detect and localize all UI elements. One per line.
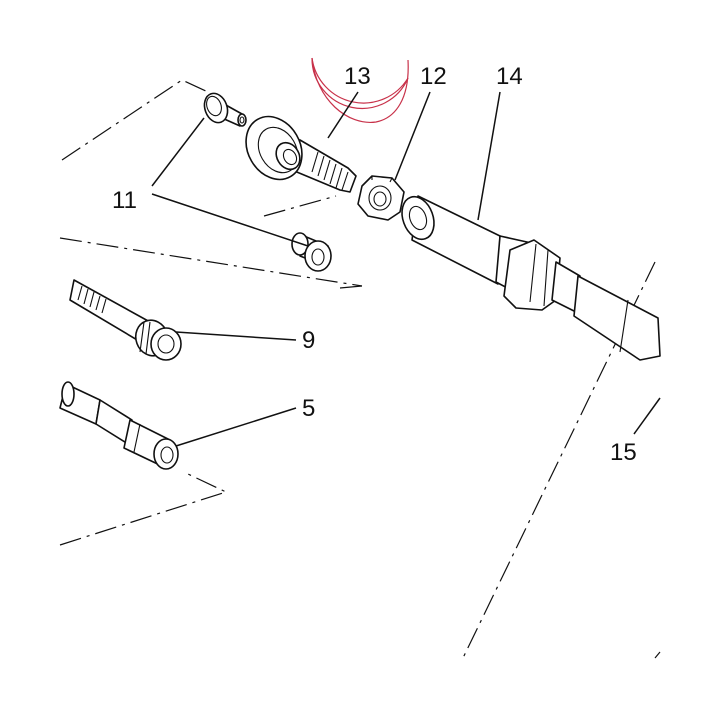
callout-9: 9 [302,327,315,354]
callout-15: 15 [610,439,637,466]
leader-lines [151,91,661,447]
part-13-rod-end [245,115,357,193]
part-5-tube [59,381,179,470]
part-11-upper-bushing [203,92,247,127]
callout-5: 5 [302,395,315,422]
callout-11: 11 [112,187,137,214]
callout-12: 12 [420,63,447,90]
part-9-bolt [69,279,182,361]
callout-14: 14 [496,63,523,90]
centerlines [59,79,661,661]
part-14-tube-hex [401,195,661,361]
highlight-circle-arc [311,57,409,123]
callout-13: 13 [344,63,371,90]
part-12-hex-nut [357,175,405,221]
part-11-lower-bushing [291,232,332,272]
